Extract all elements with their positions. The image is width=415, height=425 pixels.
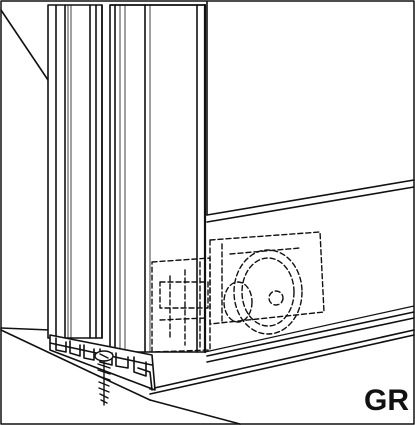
cabinet-back-wall — [0, 1, 208, 216]
left-door-panel — [47, 4, 103, 339]
bottom-guide-profile — [49, 334, 156, 391]
roller-carriage-hidden — [151, 231, 325, 353]
fixing-screw — [94, 350, 114, 406]
door-bottom-edge — [204, 305, 415, 353]
figure-label: GR — [364, 384, 409, 417]
rear-door-bottom-rail — [206, 179, 415, 363]
right-door-panel — [109, 3, 207, 354]
